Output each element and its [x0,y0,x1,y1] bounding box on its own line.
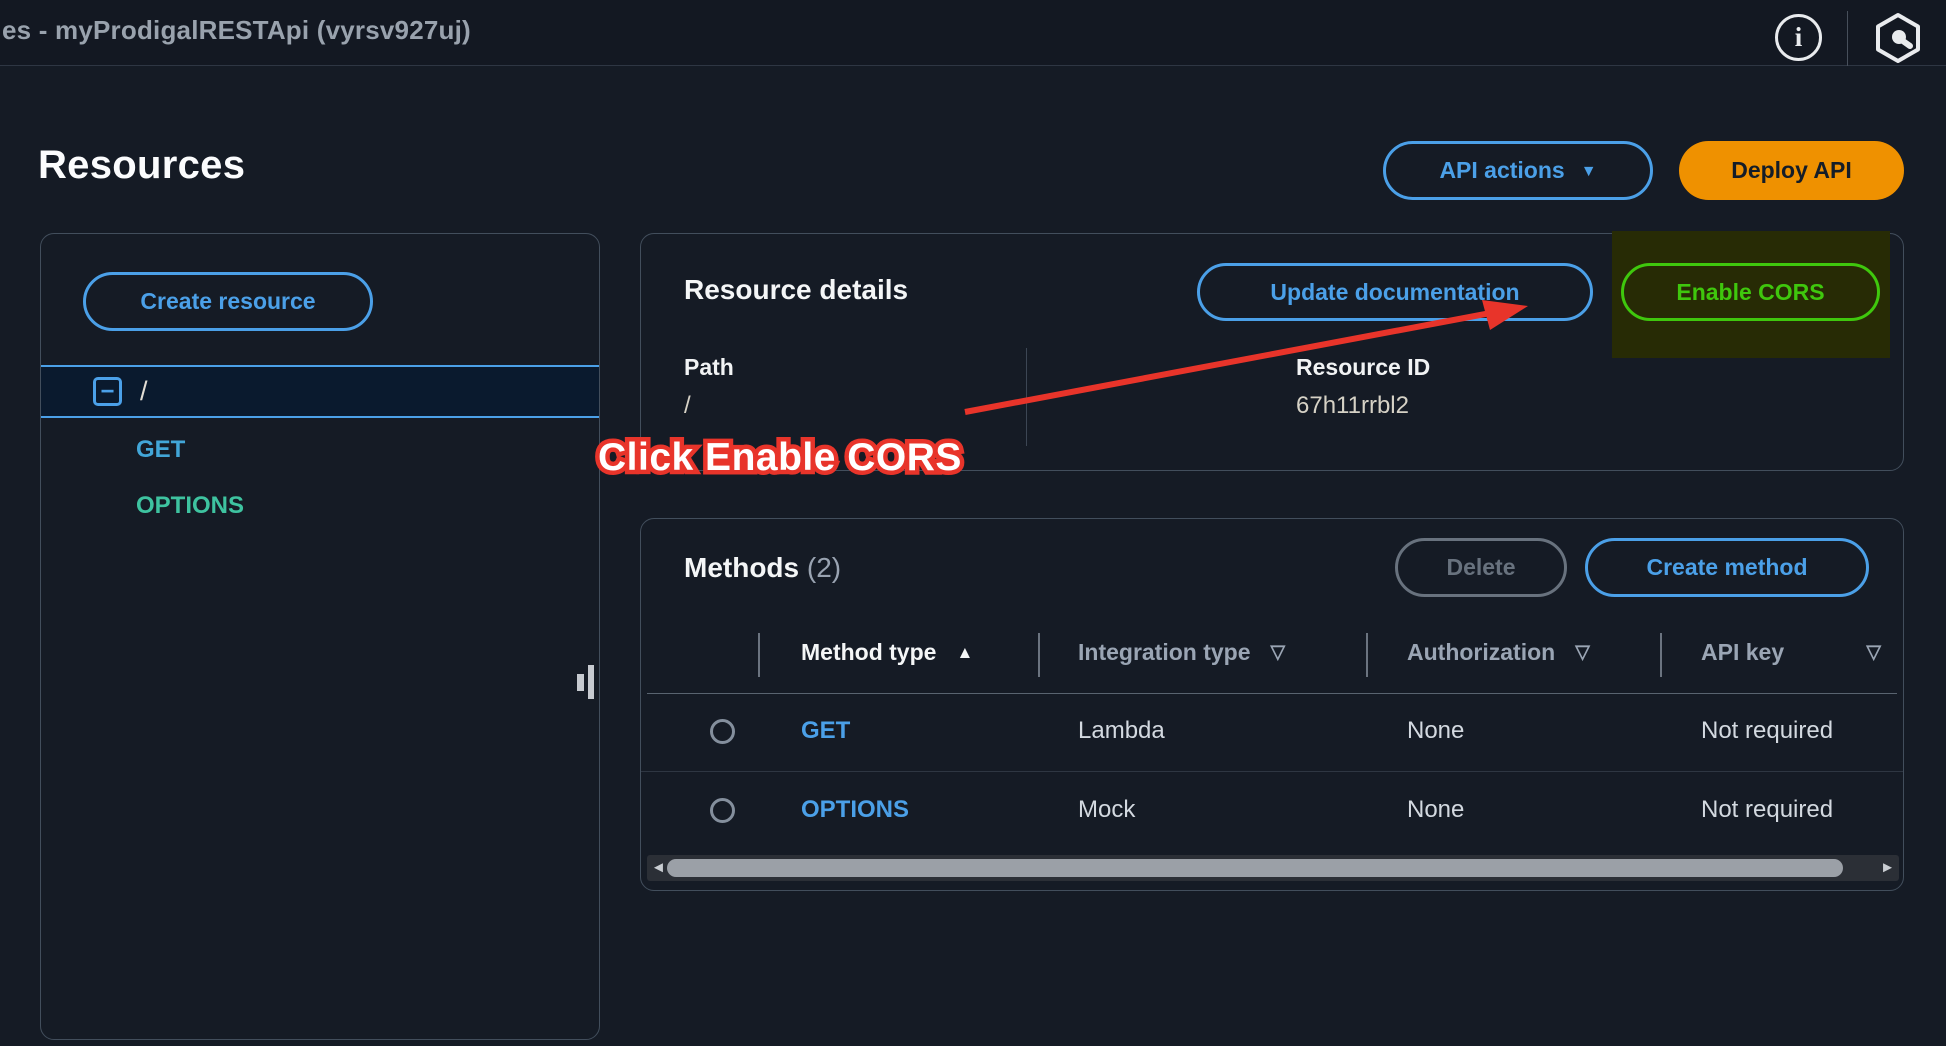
tree-item-get[interactable]: GET [136,436,186,463]
method-type-cell[interactable]: OPTIONS [801,796,910,823]
info-icon[interactable]: i [1775,14,1822,61]
update-documentation-button[interactable]: Update documentation [1197,263,1593,321]
window-title: es - myProdigalRESTApi (vyrsv927uj) [2,15,471,45]
scroll-right-icon[interactable]: ► [1880,859,1895,876]
top-bar: es - myProdigalRESTApi (vyrsv927uj) i [0,0,1946,66]
sort-icon[interactable]: ▽ [1575,642,1590,663]
resource-details-title: Resource details [684,274,909,305]
collapse-icon[interactable]: − [93,377,122,406]
details-column-divider [1026,348,1027,446]
integration-type-cell: Mock [1078,796,1136,823]
api-key-cell: Not required [1701,717,1834,744]
minus-glyph: − [100,377,115,405]
column-separator [1038,633,1040,677]
topbar-divider [1847,11,1848,66]
chevron-down-icon: ▼ [1580,162,1597,180]
scroll-left-icon[interactable]: ◄ [651,859,666,876]
integration-type-cell: Lambda [1078,717,1165,744]
api-actions-label: API actions [1439,157,1565,183]
methods-title-text: Methods [684,552,800,583]
path-label: Path [684,354,734,380]
scrollbar-thumb[interactable] [667,859,1843,877]
api-actions-button[interactable]: API actions ▼ [1383,141,1653,200]
methods-title: Methods (2) [684,552,841,584]
path-value: / [684,392,691,419]
row-select-radio[interactable] [710,798,735,823]
method-type-cell[interactable]: GET [801,717,851,744]
resource-id-label: Resource ID [1296,354,1431,380]
column-header-api-key[interactable]: API key ▽ [1701,639,1881,665]
column-separator [1366,633,1368,677]
delete-button[interactable]: Delete [1395,538,1567,597]
column-separator [1660,633,1662,677]
table-row-get: GET Lambda None Not required [641,693,1903,771]
sort-ascending-icon[interactable]: ▲ [956,642,974,662]
column-separator [758,633,760,677]
row-select-radio[interactable] [710,719,735,744]
tree-item-options[interactable]: OPTIONS [136,492,245,519]
methods-table-header: Method type ▲ Integration type ▽ Authori… [641,631,1903,693]
sort-icon[interactable]: ▽ [1866,642,1881,663]
column-header-method-type[interactable]: Method type ▲ [801,639,974,665]
tree-root-path: / [140,376,148,406]
methods-panel: Methods (2) Delete Create method Method … [640,518,1904,891]
tree-row-root[interactable]: − / [41,365,599,418]
table-header-underline [647,693,1897,694]
update-documentation-label: Update documentation [1270,278,1520,305]
delete-label: Delete [1446,554,1516,580]
resource-id-value: 67h11rrbl2 [1296,392,1409,419]
panel-resize-handle[interactable] [577,665,595,699]
enable-cors-button[interactable]: Enable CORS [1621,263,1880,321]
enable-cors-label: Enable CORS [1676,278,1825,305]
create-resource-label: Create resource [140,288,316,314]
resources-tree-panel: Create resource − / GET OPTIONS [40,233,600,1040]
column-header-authorization[interactable]: Authorization ▽ [1407,639,1590,665]
page-title: Resources [38,143,246,187]
authorization-cell: None [1407,796,1465,823]
authorization-cell: None [1407,717,1465,744]
methods-count: (2) [806,552,842,583]
info-icon-glyph: i [1794,22,1803,52]
amazon-q-icon[interactable] [1872,12,1924,69]
deploy-api-button[interactable]: Deploy API [1679,141,1904,200]
deploy-api-label: Deploy API [1731,157,1852,183]
resource-details-panel: Resource details Update documentation En… [640,231,1904,471]
create-resource-button[interactable]: Create resource [83,272,373,331]
sort-icon[interactable]: ▽ [1270,642,1286,663]
enable-cors-highlight [1612,231,1890,358]
create-method-label: Create method [1646,554,1808,580]
column-header-integration-type[interactable]: Integration type ▽ [1078,639,1286,665]
table-row-options: OPTIONS Mock None Not required [641,771,1903,849]
horizontal-scrollbar[interactable]: ◄ ► [647,855,1899,881]
api-key-cell: Not required [1701,796,1834,823]
resize-bar-long [588,665,594,699]
resize-bar-short [577,674,584,691]
create-method-button[interactable]: Create method [1585,538,1869,597]
